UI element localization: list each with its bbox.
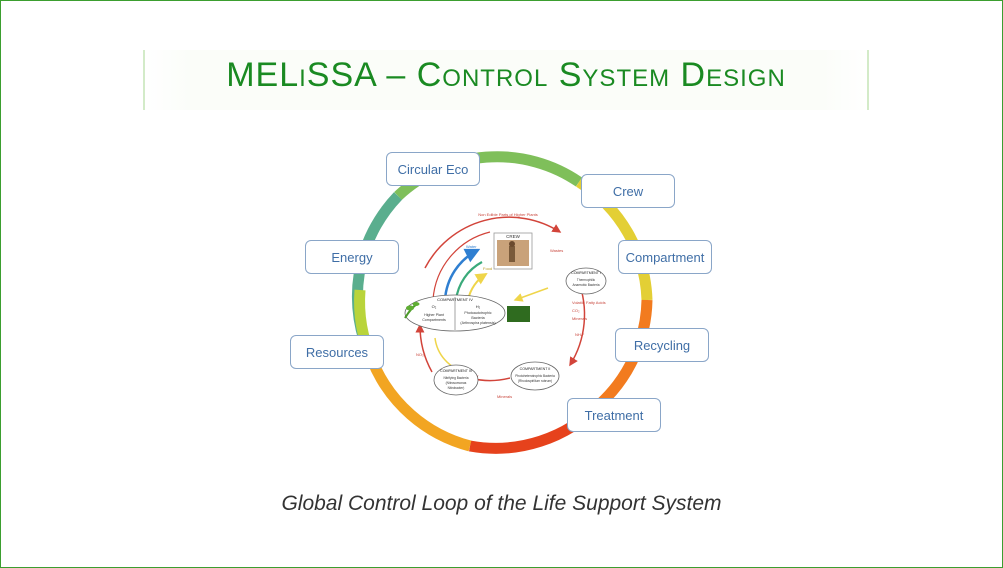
compartment-iv-right-3: (Arthrospira platensis) <box>460 321 495 325</box>
diagram-caption: Global Control Loop of the Life Support … <box>281 492 722 515</box>
compartment-ii: COMPARTMENT II Photoheterotrophic Bacter… <box>510 361 560 391</box>
stage-compartment[interactable]: Compartment <box>618 240 712 274</box>
compartment-iii-line-3: Nitrobacter) <box>448 386 465 390</box>
crew-photo: CREW <box>493 232 533 270</box>
stage-energy[interactable]: Energy <box>305 240 399 274</box>
compartment-iii-line-2: (Nitrosomonas <box>446 381 467 385</box>
slide-title: MELiSSA – Control System Design <box>226 56 786 94</box>
stage-energy-label: Energy <box>331 249 373 265</box>
label-vfa: Volatile Fatty Acids <box>572 300 606 305</box>
label-food: Food <box>483 266 492 271</box>
compartment-iv-gas-h2: H₂ <box>476 304 481 309</box>
crew-label: CREW <box>506 234 521 239</box>
stage-circular-eco-label: Circular Eco <box>397 161 469 177</box>
label-nh4: NH₄⁺ <box>575 332 585 337</box>
algae-image <box>507 306 530 322</box>
flow-labels: Non Edible Parts of Higher Plants Wastes… <box>416 212 606 399</box>
compartment-iii-title: COMPARTMENT III <box>440 369 472 373</box>
compartment-i-line-2: Anaerobic Bacteria <box>573 283 600 287</box>
compartment-iii-line-1: Nitrifying Bacteria <box>444 376 469 380</box>
stage-recycling-label: Recycling <box>633 337 691 353</box>
plant-image <box>404 302 420 319</box>
stage-crew-label: Crew <box>612 183 644 199</box>
stage-treatment[interactable]: Treatment <box>567 398 661 432</box>
stage-resources[interactable]: Resources <box>290 335 384 369</box>
stage-resources-label: Resources <box>305 344 369 360</box>
compartment-iv-left-2: Compartments <box>422 318 446 322</box>
label-co2: CO₂ <box>572 308 580 313</box>
label-minerals: Minerals <box>572 316 587 321</box>
stage-compartment-label: Compartment <box>625 249 705 265</box>
label-minerals-2: Minerals <box>497 394 512 399</box>
compartment-iv-right-2: Bacteria <box>471 316 484 320</box>
label-non-edible: Non Edible Parts of Higher Plants <box>478 212 538 217</box>
stage-circular-eco[interactable]: Circular Eco <box>386 152 480 186</box>
stage-treatment-label: Treatment <box>584 407 644 423</box>
compartment-iv: COMPARTMENT IV O₂ H₂ Higher Plant Compar… <box>404 294 506 332</box>
compartment-iv-title: COMPARTMENT IV <box>437 297 473 302</box>
compartment-iv-left-1: Higher Plant <box>424 313 444 317</box>
label-no3: NO₃⁻ <box>416 352 426 357</box>
label-water: Water <box>466 244 477 249</box>
compartment-ii-title: COMPARTMENT II <box>520 367 551 371</box>
stage-recycling[interactable]: Recycling <box>615 328 709 362</box>
compartment-iii: COMPARTMENT III Nitrifying Bacteria (Nit… <box>433 364 479 396</box>
title-banner <box>143 50 869 110</box>
compartment-ii-line-1: Photoheterotrophic Bacteria <box>515 374 555 378</box>
label-wastes: Wastes <box>550 248 563 253</box>
compartment-iv-gas-o2: O₂ <box>432 304 437 309</box>
compartment-i-line-1: Thermophilic <box>577 278 596 282</box>
compartment-iv-right-1: Photoautotrophic <box>464 311 491 315</box>
compartment-i: COMPARTMENT I Thermophilic Anaerobic Bac… <box>565 267 607 295</box>
compartment-ii-line-2: (Rhodospirillum rubrum) <box>518 379 552 383</box>
stage-crew[interactable]: Crew <box>581 174 675 208</box>
compartment-i-title: COMPARTMENT I <box>571 271 601 275</box>
